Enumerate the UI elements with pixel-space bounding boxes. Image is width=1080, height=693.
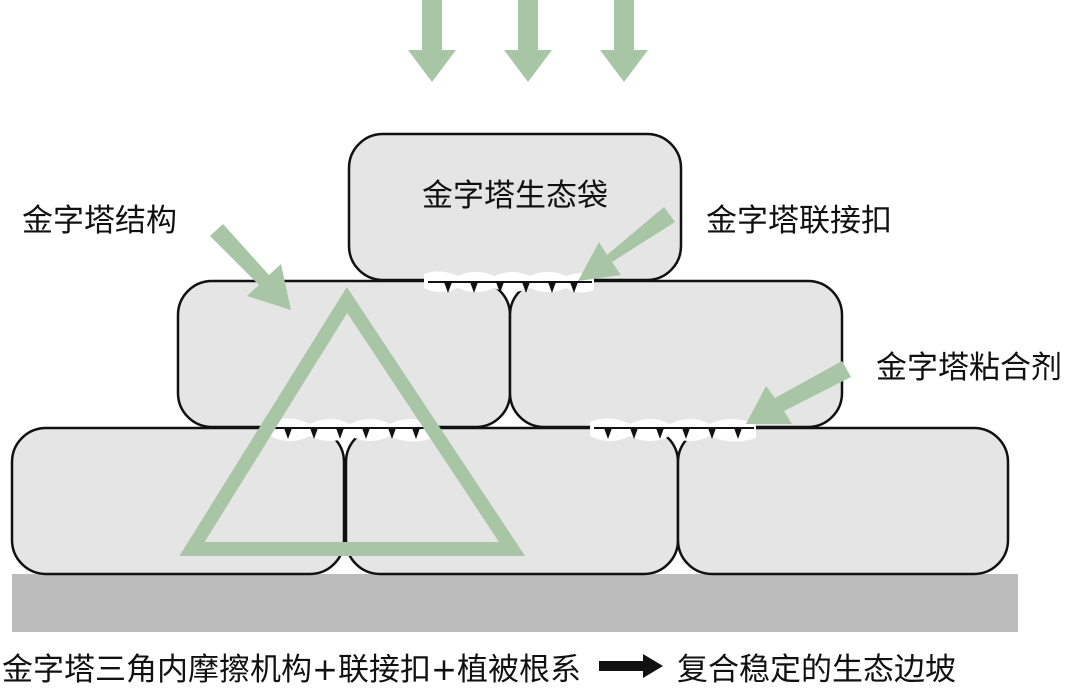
bag-bottom-3 [676,426,1010,576]
adhesive-pointer-arrow [746,361,851,424]
structure-label: 金字塔结构 [22,203,177,239]
connector-right [590,418,756,442]
load-arrow-left [408,0,456,82]
right-arrow-icon [598,654,663,678]
connector-left [270,418,432,442]
pointer-arrows [210,207,851,424]
connector-pointer-arrow [578,207,675,281]
load-arrow-middle [504,0,552,82]
load-arrow-right [600,0,648,82]
connector-label: 金字塔联接扣 [706,203,892,239]
bag-row-bottom [10,426,1010,576]
pyramid-triangle [179,287,526,556]
caption-right-text: 复合稳定的生态边坡 [676,651,956,688]
structure-pointer-arrow [210,224,291,310]
ground-base [12,574,1018,632]
bag-label: 金字塔生态袋 [422,178,608,214]
connector-top [424,271,594,293]
diagram-caption: 金字塔三角内摩擦机构+联接扣+植被根系 复合稳定的生态边坡 [0,644,1080,688]
load-arrows [408,0,648,82]
bag-bottom-1 [10,426,346,576]
adhesive-label: 金字塔粘合剂 [876,350,1062,386]
caption-left-text: 金字塔三角内摩擦机构+联接扣+植被根系 [2,651,581,688]
bag-row-middle [176,279,844,429]
